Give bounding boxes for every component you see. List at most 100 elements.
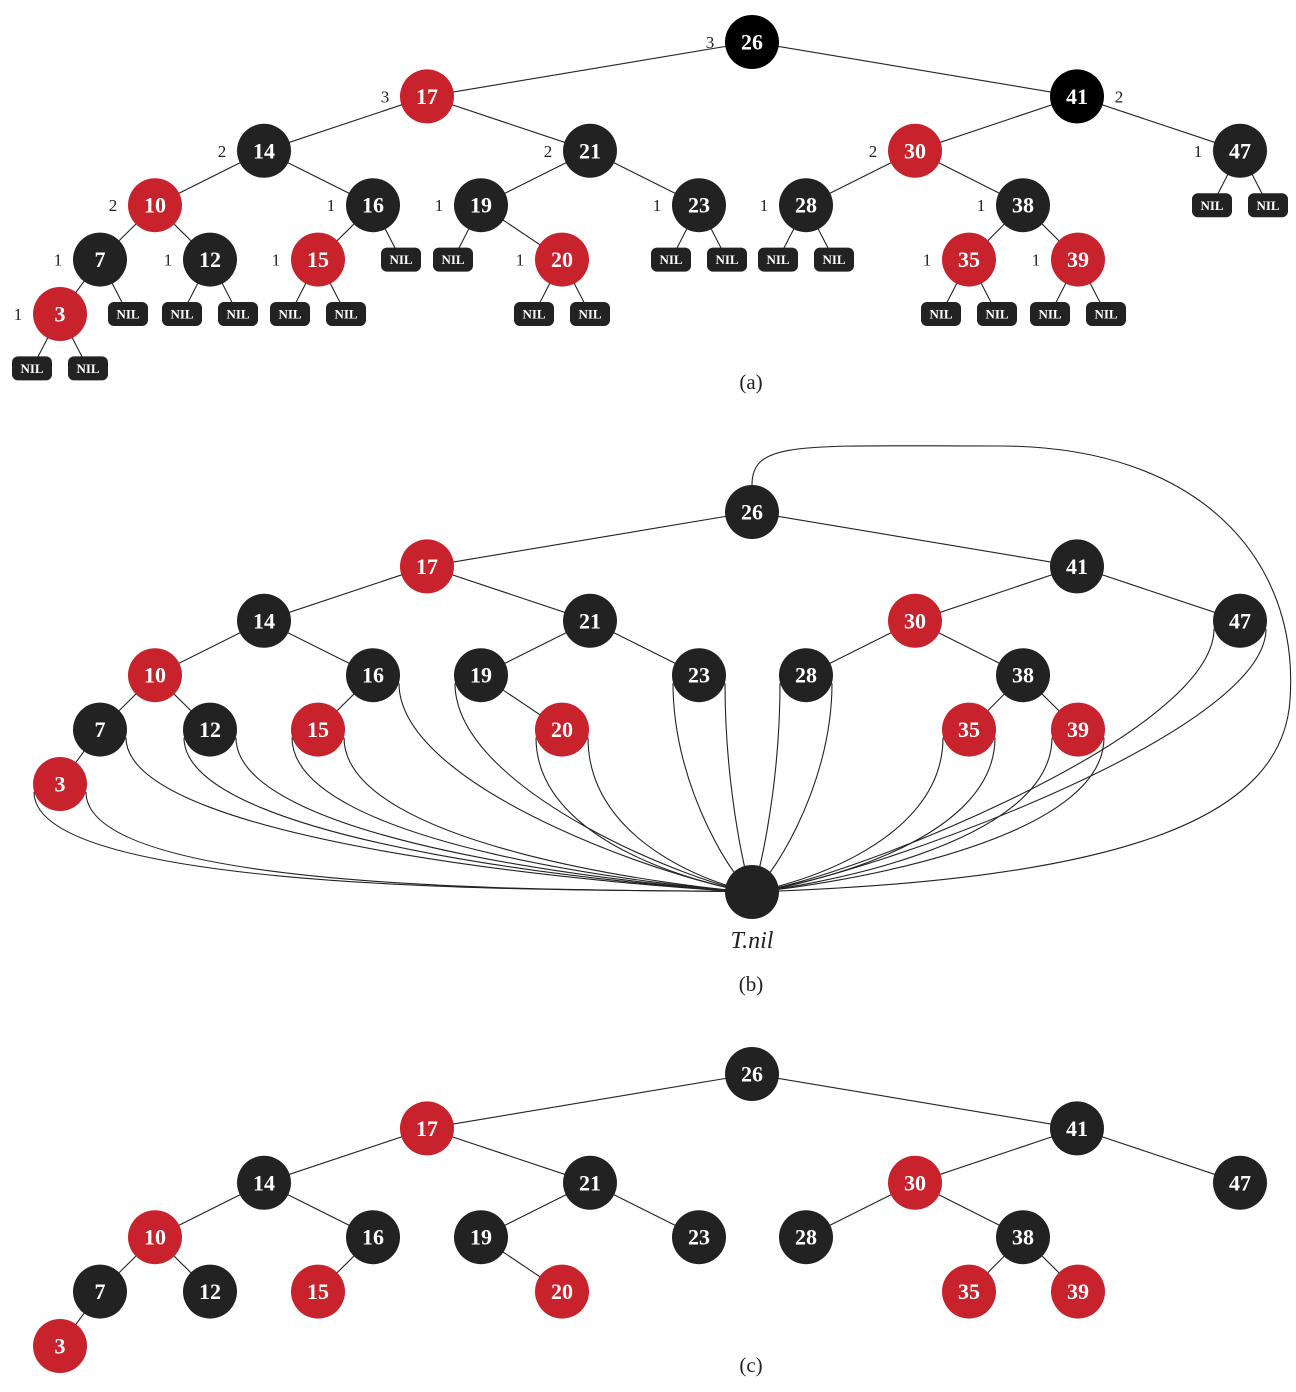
- black-height-14: 2: [218, 142, 227, 161]
- node-38-circle: [996, 648, 1050, 703]
- node-39: 39: [1051, 1264, 1105, 1319]
- node-41-circle: [1050, 1101, 1104, 1156]
- node-20: 20: [535, 232, 589, 287]
- edge-26-17: [426, 41, 753, 97]
- black-height-30: 2: [869, 142, 878, 161]
- node-3-key: 3: [55, 1334, 66, 1359]
- node-10-circle: [128, 178, 182, 233]
- node-28-circle: [779, 648, 833, 703]
- edge-41-47: [1076, 1127, 1241, 1184]
- node-12-circle: [183, 702, 237, 757]
- node-30-key: 30: [904, 608, 926, 633]
- edge-41-47: [1076, 565, 1241, 622]
- node-15-key: 15: [307, 247, 329, 272]
- node-16-circle: [346, 1210, 400, 1265]
- black-height-12: 1: [164, 251, 173, 270]
- nil-leaf: NIL: [381, 247, 421, 272]
- node-23: 23: [672, 648, 726, 703]
- node-30-circle: [888, 593, 942, 648]
- edge-41-30: [914, 565, 1078, 622]
- node-28-key: 28: [795, 1225, 817, 1250]
- nil-leaf: NIL: [977, 302, 1017, 326]
- black-height-41: 2: [1115, 87, 1124, 106]
- caption-a: (a): [739, 370, 762, 394]
- node-15-circle: [291, 702, 345, 757]
- node-23-circle: [672, 648, 726, 703]
- node-21-key: 21: [579, 608, 601, 633]
- node-14-key: 14: [253, 1170, 275, 1195]
- node-16-key: 16: [362, 193, 384, 218]
- node-10: 10: [128, 1210, 182, 1265]
- node-47: 47: [1213, 593, 1267, 648]
- node-23-key: 23: [688, 193, 710, 218]
- root-parent-link: [751, 445, 1292, 893]
- node-39-key: 39: [1067, 1279, 1089, 1304]
- node-30-key: 30: [904, 1170, 926, 1195]
- edge-41-30: [914, 95, 1078, 152]
- node-35-key: 35: [958, 247, 980, 272]
- nil-leaf-box: [814, 247, 854, 272]
- nil-leaf: NIL: [108, 302, 148, 326]
- caption-b: (b): [739, 972, 764, 996]
- black-height-7: 1: [54, 251, 63, 270]
- node-47-circle: [1213, 593, 1267, 648]
- node-23-key: 23: [688, 663, 710, 688]
- node-10-key: 10: [144, 1225, 166, 1250]
- node-28-key: 28: [795, 193, 817, 218]
- nil-leaf-label: NIL: [278, 307, 301, 322]
- nil-leaf-box: [1086, 302, 1126, 326]
- black-height-15: 1: [272, 251, 281, 270]
- node-12-circle: [183, 1264, 237, 1319]
- nil-leaf-box: [1030, 302, 1070, 326]
- black-height-23: 1: [653, 196, 662, 215]
- node-7-key: 7: [95, 247, 106, 272]
- nil-leaf: NIL: [162, 302, 202, 326]
- nil-leaf-box: [381, 247, 421, 272]
- nil-leaf-box: [651, 247, 691, 272]
- node-30: 30: [888, 123, 942, 178]
- nil-leaf: NIL: [12, 356, 52, 381]
- node-15-circle: [291, 1264, 345, 1319]
- node-35-key: 35: [958, 717, 980, 742]
- node-47-key: 47: [1229, 1170, 1251, 1195]
- node-7-key: 7: [95, 1279, 106, 1304]
- node-41: 41: [1050, 539, 1104, 594]
- nil-leaf: NIL: [707, 247, 747, 272]
- node-20-circle: [535, 702, 589, 757]
- node-21-circle: [563, 593, 617, 648]
- node-28: 28: [779, 648, 833, 703]
- node-30-circle: [888, 1155, 942, 1210]
- node-16-circle: [346, 178, 400, 233]
- node-38-circle: [996, 178, 1050, 233]
- node-47: 47: [1213, 1155, 1267, 1210]
- sentinel-link-47: [751, 628, 1267, 893]
- nil-leaf: NIL: [1030, 302, 1070, 326]
- node-16-key: 16: [362, 1225, 384, 1250]
- node-17: 17: [400, 69, 454, 124]
- nil-leaf: NIL: [68, 356, 108, 381]
- edge-17-14: [263, 1127, 428, 1184]
- node-12-key: 12: [199, 717, 221, 742]
- node-30-key: 30: [904, 138, 926, 163]
- node-14-circle: [237, 123, 291, 178]
- node-38: 38: [996, 178, 1050, 233]
- node-28: 28: [779, 1210, 833, 1265]
- edge-17-14: [263, 95, 428, 152]
- node-39-key: 39: [1067, 247, 1089, 272]
- node-28: 28: [779, 178, 833, 233]
- node-14: 14: [237, 123, 291, 178]
- nil-leaf-box: [433, 247, 473, 272]
- node-10: 10: [128, 178, 182, 233]
- node-47-key: 47: [1229, 608, 1251, 633]
- sentinel-link-3: [85, 791, 753, 893]
- node-35: 35: [942, 1264, 996, 1319]
- node-21: 21: [563, 593, 617, 648]
- nil-leaf: NIL: [1248, 193, 1288, 218]
- node-7: 7: [73, 232, 127, 287]
- node-7-circle: [73, 232, 127, 287]
- edge-26-17: [426, 1073, 753, 1129]
- node-20: 20: [535, 702, 589, 757]
- node-12-key: 12: [199, 247, 221, 272]
